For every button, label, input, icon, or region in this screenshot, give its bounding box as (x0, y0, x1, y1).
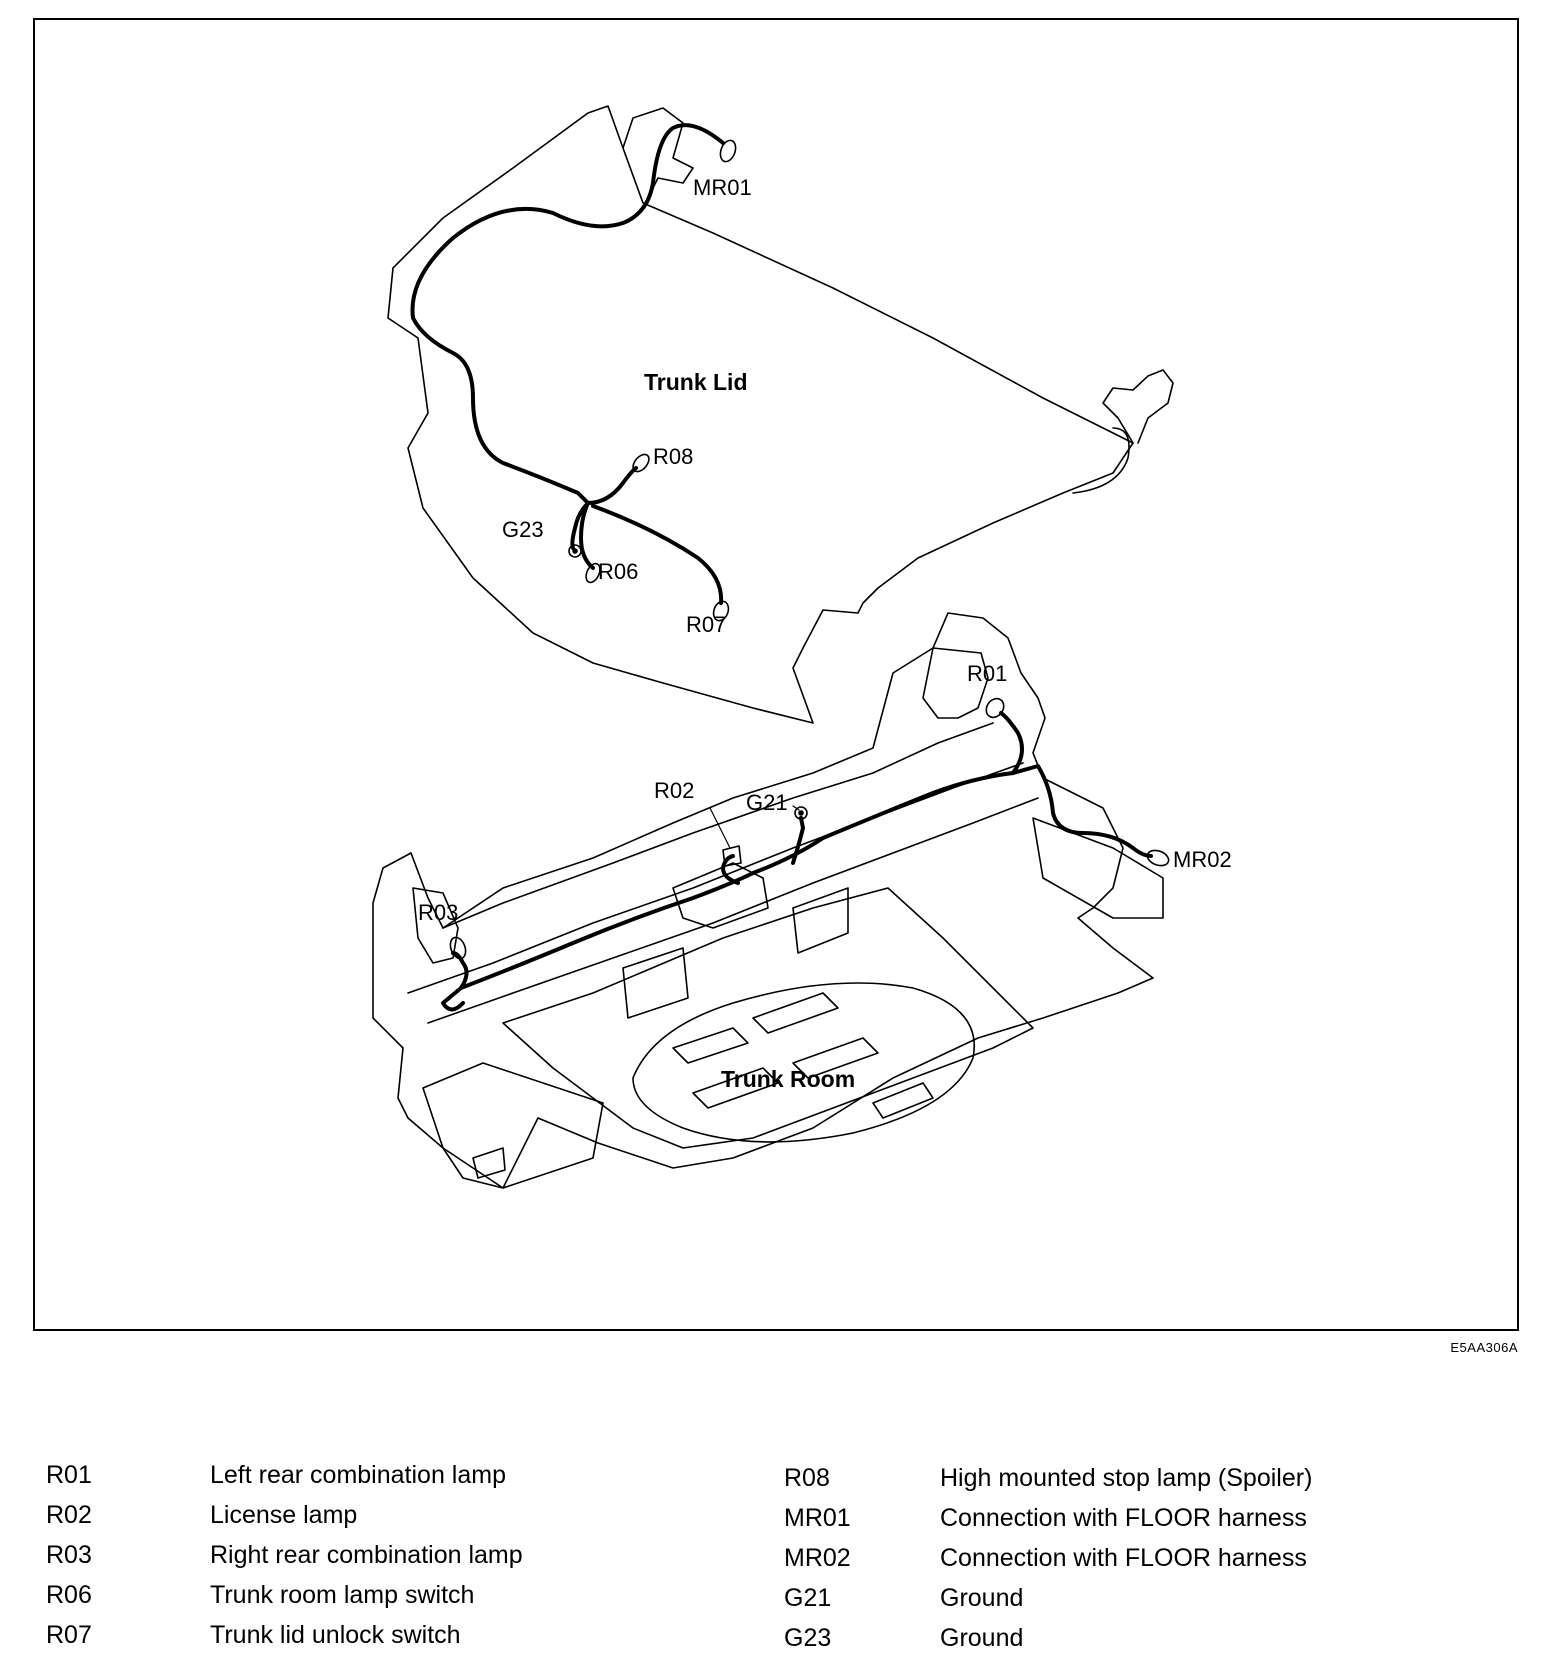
legend-code: MR02 (784, 1544, 851, 1572)
trunk-lid-harness-branch-r06 (579, 501, 595, 570)
trunk-lid-harness-branch-r07 (591, 504, 724, 605)
legend-description: Right rear combination lamp (210, 1541, 523, 1569)
legend-code: R08 (784, 1464, 830, 1492)
callout-r02: R02 (654, 778, 694, 803)
trunk-lid-curl (1072, 427, 1130, 494)
right-side-shelf (422, 1062, 604, 1189)
legend-code: MR01 (784, 1504, 851, 1532)
legend-description: Trunk room lamp switch (210, 1581, 475, 1609)
r01-connector (985, 697, 1005, 719)
trunk-lid-panel (387, 105, 1174, 724)
trunk-room-harness-branch-r01 (999, 711, 1024, 775)
legend-code: G21 (784, 1584, 832, 1612)
rear-panel-top-edge (442, 722, 994, 929)
spare-well (632, 982, 975, 1143)
trunk-room-label: Trunk Room (721, 1066, 855, 1092)
figure-code: E5AA306A (1450, 1340, 1518, 1355)
trunk-room-body (372, 612, 1170, 1189)
mr02-connector (1146, 849, 1170, 867)
legend-description: Left rear combination lamp (210, 1461, 506, 1489)
legend-description: Ground (940, 1584, 1024, 1612)
legend-description: Connection with FLOOR harness (940, 1544, 1307, 1572)
callout-mr01: MR01 (693, 175, 752, 200)
r02-connector (722, 845, 742, 867)
rear-panel-bottom-edge (427, 797, 1039, 1024)
trunk-lid-hinge-left (622, 107, 694, 199)
mr01-connector (719, 139, 737, 163)
callout-r06: R06 (598, 559, 638, 584)
figure-frame (33, 18, 1519, 1331)
r08-connector (632, 453, 650, 473)
callout-r03: R03 (418, 900, 458, 925)
callout-mr02: MR02 (1173, 847, 1232, 872)
callout-r08: R08 (653, 444, 693, 469)
trunk-room-harness-branch-g21 (791, 816, 805, 865)
r03-connector (449, 936, 467, 960)
legend-code: R06 (46, 1581, 92, 1609)
callout-g21: G21 (746, 790, 788, 815)
wiring-diagram: Trunk Lid Trunk Room MR01 R08 G23 R06 R0… (372, 105, 1232, 1189)
legend-code: G23 (784, 1624, 832, 1652)
license-plate-recess (672, 862, 769, 929)
callout-r07: R07 (686, 612, 726, 637)
left-side-shelf (1032, 817, 1164, 919)
trunk-room-harness (441, 764, 1153, 1012)
trunk-lid-hinge-right (1102, 369, 1174, 444)
rear-panel-lower-edge (407, 762, 1024, 994)
legend-description: Ground (940, 1624, 1024, 1652)
rear-panel-cutout-1 (622, 947, 689, 1019)
legend-code: R07 (46, 1621, 92, 1649)
callout-r01: R01 (967, 661, 1007, 686)
trunk-lid-harness (410, 123, 725, 505)
floor-rib-3 (692, 1067, 779, 1109)
trunk-lid-label: Trunk Lid (644, 369, 748, 395)
g21-ground-point (794, 806, 808, 820)
legend-description: Trunk lid unlock switch (210, 1621, 461, 1649)
legend-code: R02 (46, 1501, 92, 1529)
callout-g23: G23 (502, 517, 544, 542)
g21-leader (792, 805, 800, 811)
r01-lamp-housing (922, 647, 989, 719)
r07-connector (712, 600, 730, 622)
r03-lamp-housing (412, 887, 459, 964)
right-side-tab (472, 1147, 506, 1179)
legend-description: High mounted stop lamp (Spoiler) (940, 1464, 1313, 1492)
trunk-floor-outer (502, 887, 1034, 1149)
legend-description: Connection with FLOOR harness (940, 1504, 1307, 1532)
r02-leader (709, 807, 731, 849)
rear-panel-cutout-2 (792, 887, 849, 954)
floor-rib-2 (752, 992, 839, 1034)
floor-rib-4 (792, 1037, 879, 1079)
floor-rib-5 (872, 1082, 934, 1119)
r06-connector (585, 562, 601, 584)
trunk-room-harness-branch-r02 (721, 854, 740, 885)
legend-description: License lamp (210, 1501, 358, 1529)
trunk-lid-outline (387, 105, 1134, 724)
trunk-room-outline (372, 612, 1154, 1189)
legend-code: R01 (46, 1461, 92, 1489)
trunk-lid-harness-branch-g23 (570, 501, 590, 550)
legend-code: R03 (46, 1541, 92, 1569)
trunk-room-harness-branch-r03 (451, 951, 469, 990)
floor-rib-1 (672, 1027, 749, 1064)
g23-ground-point (568, 544, 582, 558)
